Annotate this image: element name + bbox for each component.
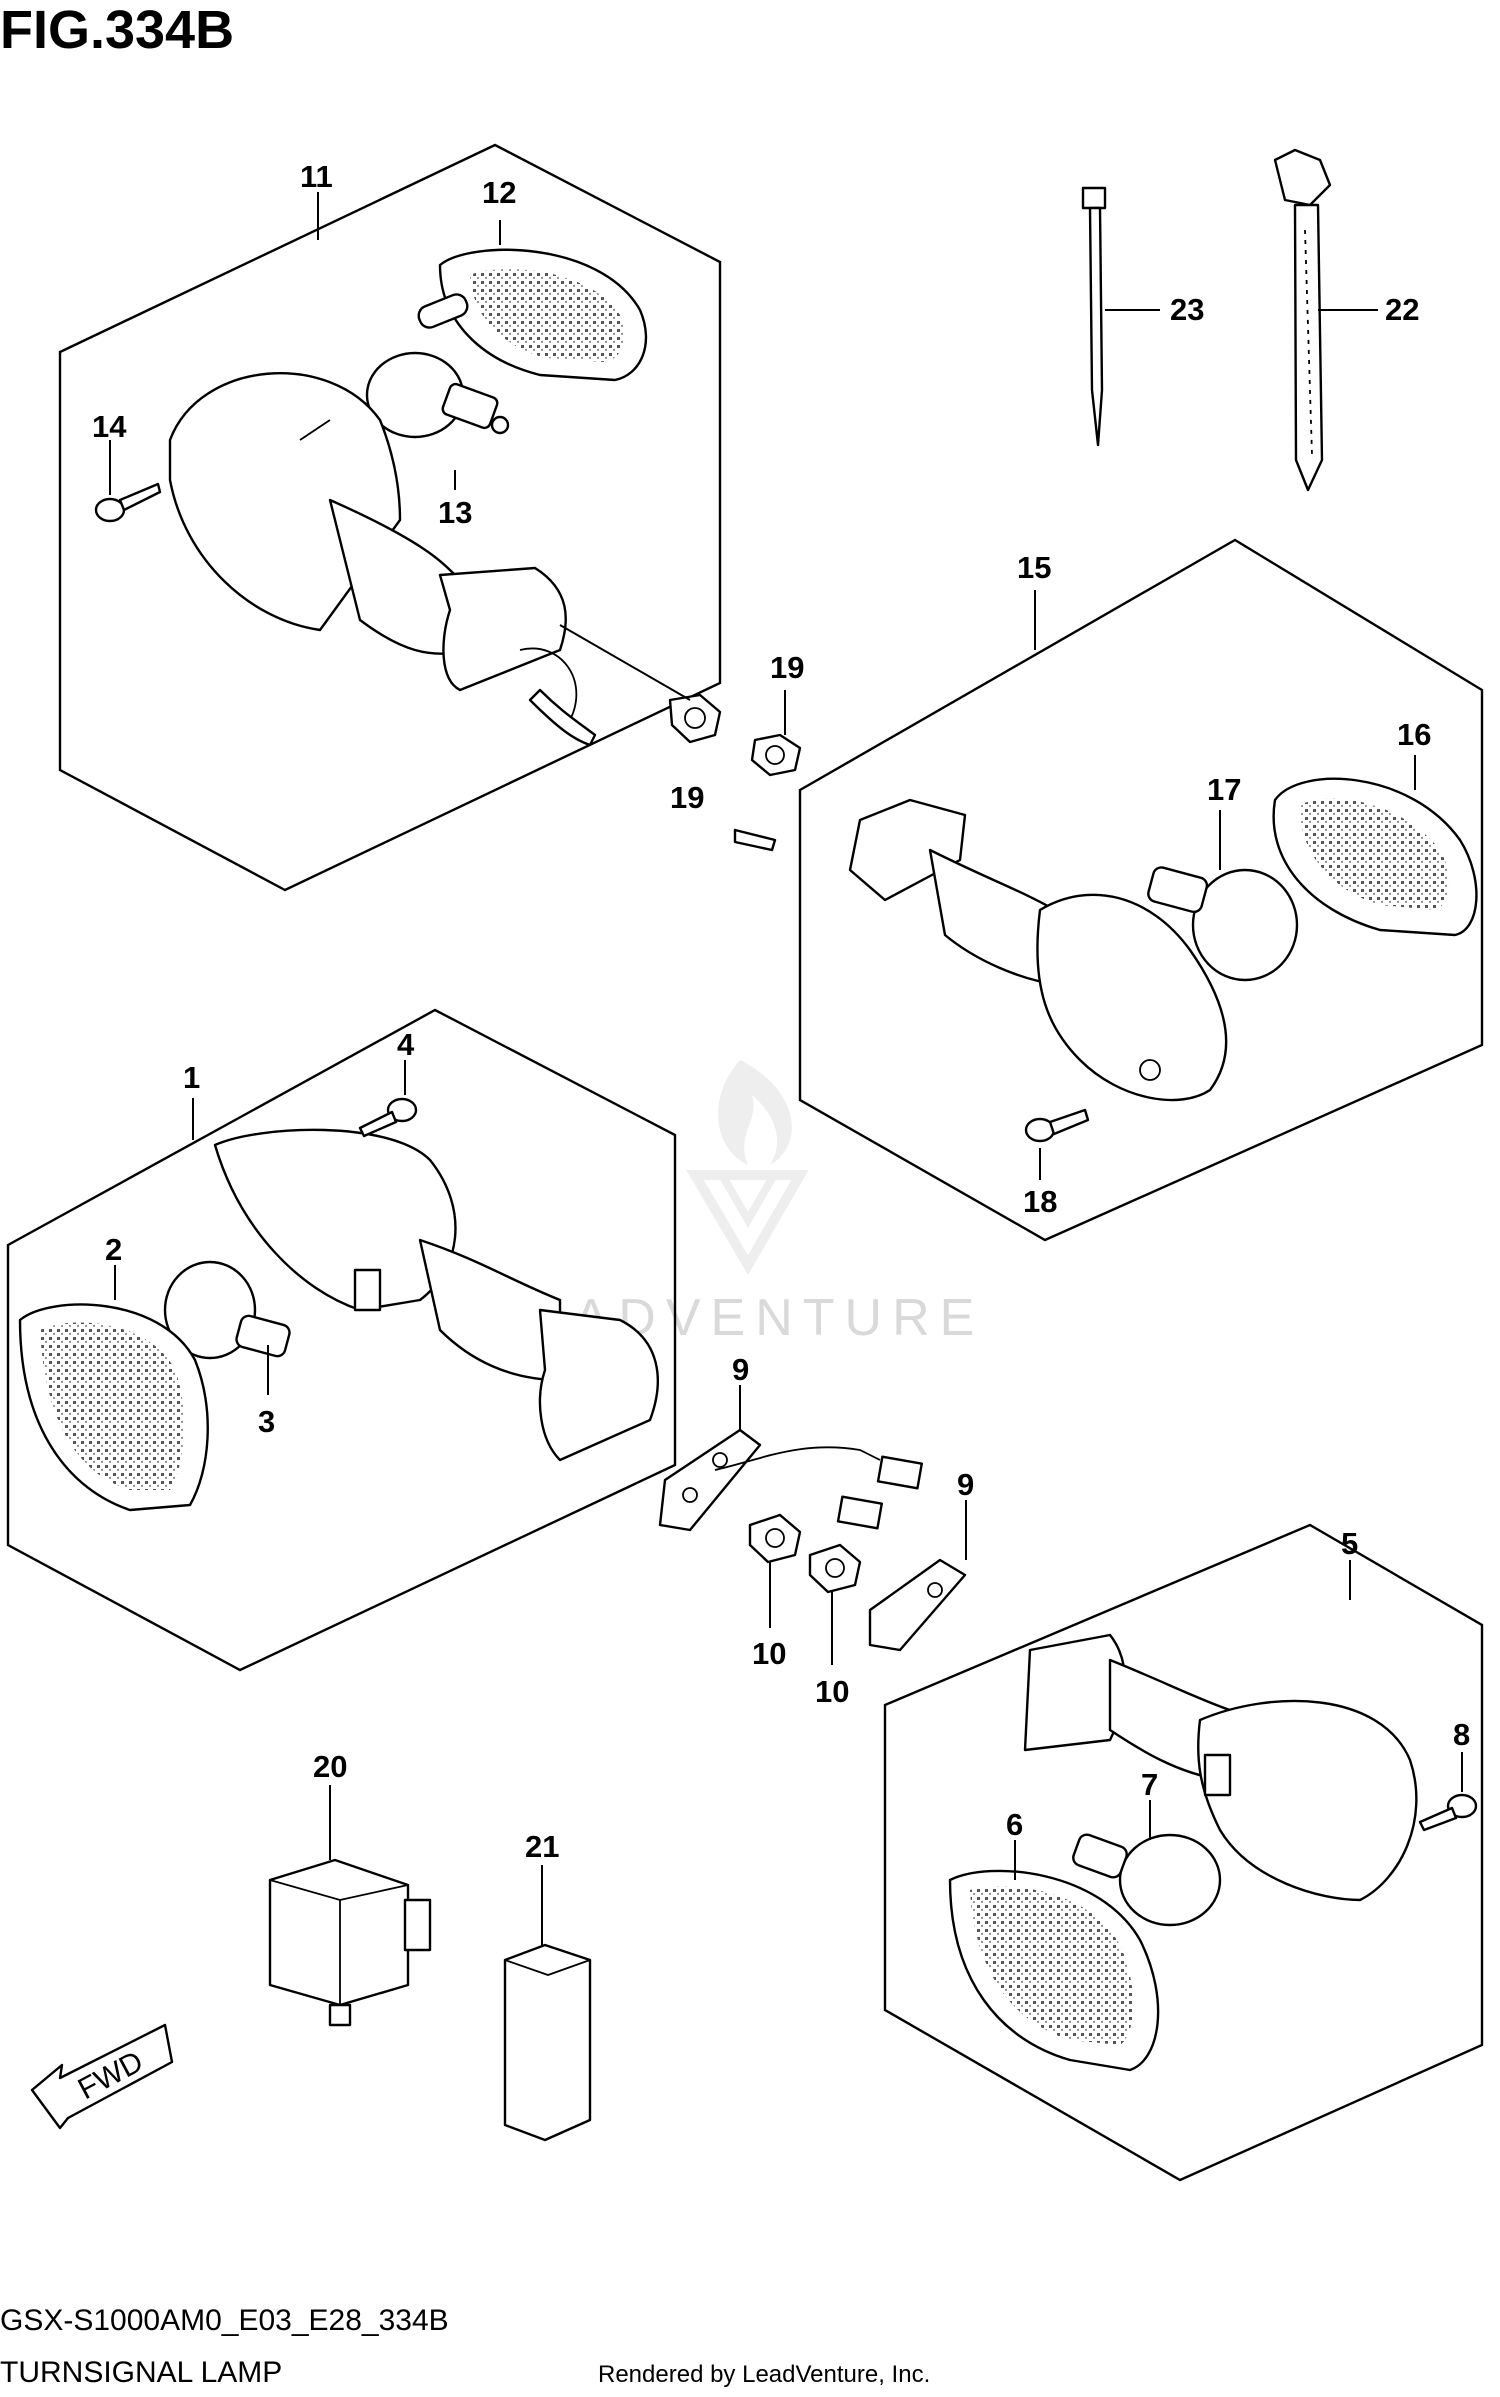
callout-4: 4 [397,1027,415,1062]
screw-4 [358,1097,418,1138]
cable-tie-22 [1273,148,1332,492]
housing-15 [733,798,1228,1102]
callout-7: 7 [1141,1767,1158,1802]
callout-5: 5 [1341,1526,1358,1561]
bulb-7 [1072,1833,1222,1927]
callout-11: 11 [300,159,333,194]
screw-18 [1024,1108,1090,1143]
screw-14 [94,482,162,523]
connector-right [836,1495,883,1530]
nut-10-left [748,1513,802,1564]
housing-1 [213,1128,659,1462]
callout-19-lower: 19 [670,780,704,815]
callout-10-left: 10 [752,1636,786,1671]
callout-14: 14 [92,409,127,444]
callout-23: 23 [1170,292,1204,327]
figure-title: FIG.334B [0,0,234,60]
nut-19-lower [750,733,802,777]
callout-labels: 11 12 13 14 23 22 15 19 19 16 17 18 1 4 … [92,159,1470,1864]
callout-17: 17 [1207,772,1241,807]
callout-2: 2 [105,1232,122,1267]
callout-12: 12 [482,175,516,210]
section-name: TURNSIGNAL LAMP [0,2356,282,2389]
lens-2 [18,1303,209,1512]
bulb-17 [1147,866,1299,982]
nut-10-right [808,1543,862,1594]
housing-11 [168,371,597,747]
tape-21 [503,1943,592,2142]
bulb-3 [163,1260,291,1360]
callout-15: 15 [1017,550,1051,585]
cable-tie-23 [1081,186,1107,447]
callout-9-left: 9 [732,1352,749,1387]
callout-20: 20 [313,1749,347,1784]
callout-19-upper: 19 [770,650,804,685]
connector-left [876,1455,923,1490]
callout-13: 13 [438,495,472,530]
lens-16 [1272,777,1478,937]
lens-6 [948,1869,1160,2072]
callout-16: 16 [1397,717,1431,752]
wire-left [714,1446,881,1471]
callout-6: 6 [1006,1807,1023,1842]
leadventure-logo-icon [686,1060,809,1275]
callout-21: 21 [525,1829,559,1864]
assembly-box-5 [883,1523,1484,2182]
assembly-box-11 [58,143,722,892]
callout-18: 18 [1023,1184,1057,1219]
assembly-box-15 [798,538,1484,1242]
bulb-13 [365,351,510,439]
fwd-arrow-icon: FWD [30,2023,174,2130]
callout-10-right: 10 [815,1674,849,1709]
gasket-9-left [658,1428,762,1532]
model-code: GSX-S1000AM0_E03_E28_334B [0,2304,449,2337]
assembly-box-1 [6,1008,677,1672]
relay-20 [268,1858,432,2027]
leader-lines [109,192,1463,1945]
callout-9-right: 9 [957,1467,974,1502]
callout-8: 8 [1453,1717,1470,1752]
gasket-9-right [868,1558,967,1652]
nut-19-upper [668,693,722,744]
callout-3: 3 [258,1404,275,1439]
render-credit: Rendered by LeadVenture, Inc. [598,2361,930,2388]
housing-5 [1023,1633,1418,1902]
callout-22: 22 [1385,292,1419,327]
callout-1: 1 [183,1060,200,1095]
screw-8 [1418,1793,1478,1832]
lens-12 [417,248,648,382]
